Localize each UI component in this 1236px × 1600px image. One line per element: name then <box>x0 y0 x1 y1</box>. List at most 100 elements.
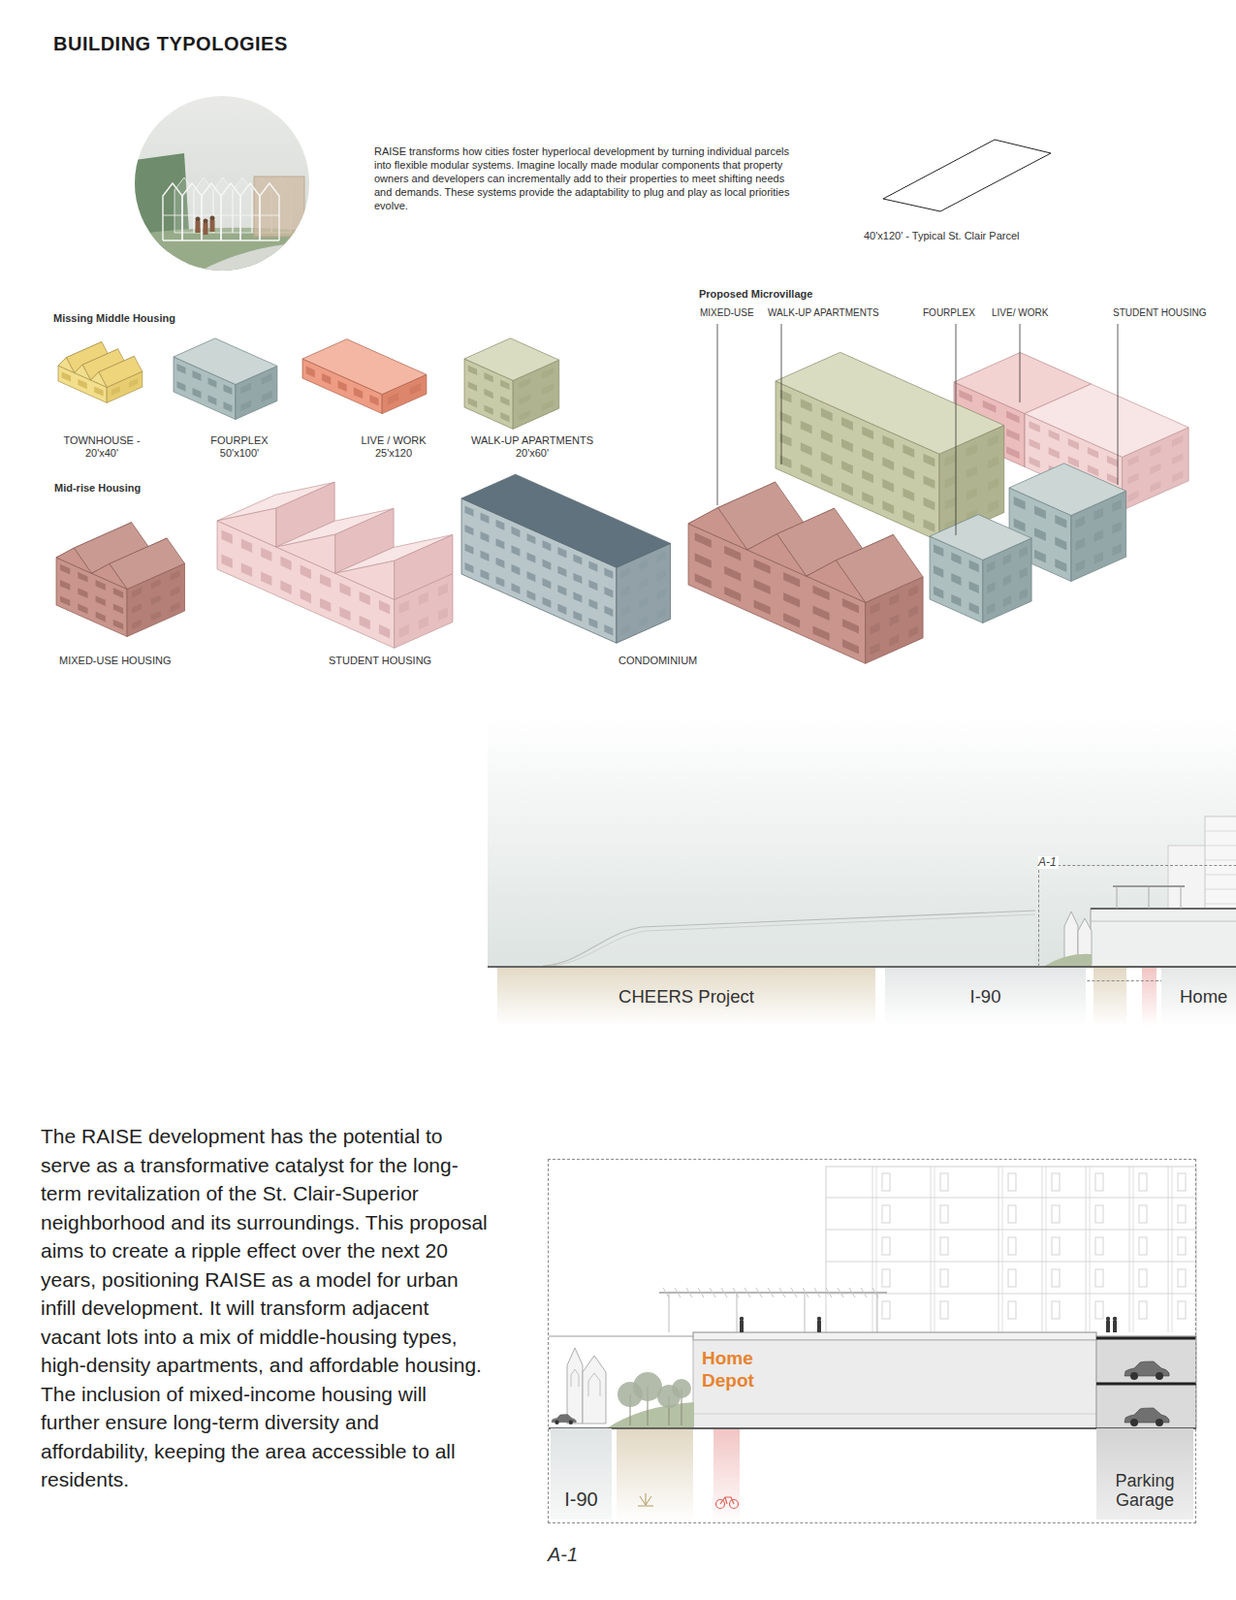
landform-edge <box>542 910 1036 966</box>
window <box>572 591 582 603</box>
window <box>192 387 202 399</box>
rendering-frame <box>221 215 241 217</box>
window <box>518 377 531 389</box>
window <box>1051 1204 1060 1223</box>
window <box>902 443 915 458</box>
typology-label: LIVE / WORK 25'x120 <box>352 434 435 460</box>
window <box>338 380 348 392</box>
window <box>353 387 363 400</box>
person-icon <box>817 1316 822 1321</box>
window <box>987 455 999 470</box>
rendering-figure <box>210 220 216 232</box>
window <box>1111 521 1122 535</box>
window <box>1054 514 1067 529</box>
pergola-slat <box>837 1287 844 1298</box>
window <box>1172 471 1183 483</box>
window <box>60 595 70 606</box>
dashed-frame <box>1038 864 1236 982</box>
slab-line <box>1090 907 1236 910</box>
window <box>1095 1204 1104 1223</box>
window <box>1127 490 1139 503</box>
column-line <box>930 1166 932 1332</box>
window <box>177 380 187 392</box>
pergola-slat <box>663 1287 669 1298</box>
window <box>557 603 567 615</box>
window <box>542 539 552 551</box>
detail-caption: A-1 <box>547 1543 578 1565</box>
landform-edge <box>550 914 1036 966</box>
person-icon <box>739 1320 744 1332</box>
window <box>240 400 252 412</box>
building <box>58 342 143 404</box>
pergola-post <box>668 1292 670 1332</box>
window <box>588 560 598 571</box>
window <box>438 582 448 597</box>
window <box>882 1204 890 1223</box>
window <box>280 556 291 571</box>
window <box>1051 1236 1060 1255</box>
window <box>800 464 813 478</box>
window <box>300 565 312 580</box>
plant-icon <box>645 1495 652 1505</box>
garage <box>1096 1335 1197 1428</box>
band-label: Parking Garage <box>1096 1470 1194 1511</box>
window <box>783 571 800 588</box>
window <box>465 542 475 554</box>
person-icon <box>739 1316 744 1321</box>
window <box>800 420 813 435</box>
window <box>841 416 854 431</box>
window <box>945 497 956 511</box>
building <box>464 338 560 430</box>
window <box>1076 538 1085 551</box>
window <box>240 382 252 395</box>
building-gable <box>747 534 807 577</box>
window <box>496 538 506 549</box>
window <box>987 499 999 513</box>
column-line <box>1042 1166 1044 1332</box>
window <box>908 625 919 637</box>
window <box>221 530 233 545</box>
building-gable <box>58 357 75 374</box>
group-heading: Mid-rise Housing <box>54 481 141 495</box>
window <box>1139 1300 1147 1319</box>
pergola-slat <box>860 1287 867 1298</box>
car-icon <box>1124 1407 1170 1427</box>
callout-label: STUDENT HOUSING <box>1112 307 1207 319</box>
typology-label: FOURPLEX 50'x100' <box>204 434 275 460</box>
window <box>1034 549 1046 564</box>
window <box>241 538 253 554</box>
rendering-frame <box>259 215 280 217</box>
column-line <box>876 1166 878 1332</box>
building-roof <box>464 338 560 381</box>
group-heading: Proposed Microvillage <box>698 287 813 301</box>
window <box>908 584 919 597</box>
callout-label: MIXED-USE <box>699 307 755 319</box>
window <box>527 533 537 544</box>
person-icon <box>1112 1320 1117 1332</box>
window <box>882 435 894 449</box>
window <box>754 599 771 615</box>
floor-line <box>825 1197 1197 1199</box>
window <box>986 581 995 594</box>
window <box>542 597 552 608</box>
window <box>480 550 490 562</box>
window <box>418 615 429 630</box>
window <box>821 408 833 422</box>
window <box>541 399 554 412</box>
window <box>800 442 813 456</box>
window <box>842 618 859 634</box>
window <box>1172 435 1183 447</box>
window <box>986 602 995 615</box>
pergola-slat <box>732 1287 739 1298</box>
window <box>572 572 582 584</box>
rendering-path <box>198 242 311 272</box>
window <box>945 475 956 489</box>
window <box>842 598 859 614</box>
car-icon <box>1124 1361 1170 1380</box>
ground-band <box>1141 967 1157 1026</box>
rendering-frame <box>259 183 280 241</box>
ground-band: I-90 <box>550 1427 612 1520</box>
building <box>775 351 1005 541</box>
window <box>1094 529 1105 542</box>
rendering-frame <box>221 183 241 241</box>
